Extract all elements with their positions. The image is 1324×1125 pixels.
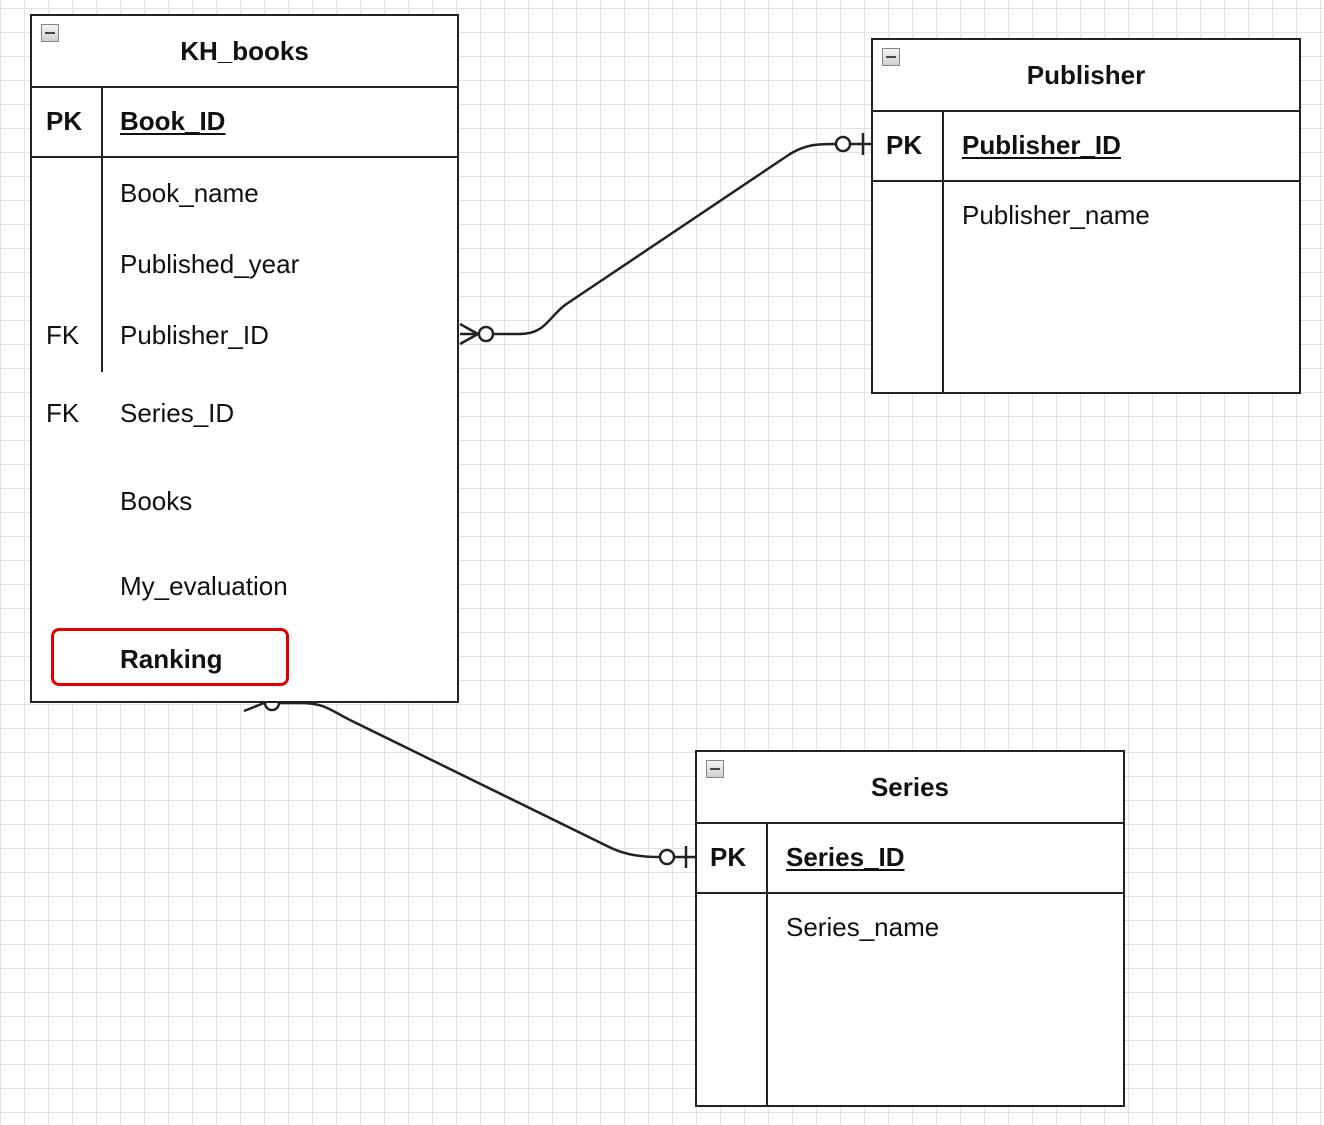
- field-publisher-name[interactable]: Publisher_name: [962, 200, 1150, 230]
- relationship-books-series[interactable]: [243, 693, 695, 868]
- field-book-name[interactable]: Book_name: [120, 178, 259, 208]
- pk-field[interactable]: Book_ID: [120, 106, 226, 136]
- pk-label: PK: [710, 842, 747, 872]
- entity-title: Series: [697, 752, 1123, 824]
- field-series-name[interactable]: Series_name: [786, 912, 940, 942]
- key-column-divider: [942, 110, 944, 392]
- primary-key-row[interactable]: PK Publisher_ID: [873, 110, 1299, 182]
- fk-label: FK: [46, 398, 80, 428]
- primary-key-row[interactable]: PK Book_ID: [32, 86, 457, 158]
- entity-title: Publisher: [873, 40, 1299, 112]
- field-my-evaluation[interactable]: My_evaluation: [120, 571, 288, 601]
- collapse-icon[interactable]: [706, 760, 724, 778]
- pk-field[interactable]: Series_ID: [786, 842, 905, 872]
- pk-label: PK: [46, 106, 83, 136]
- collapse-icon[interactable]: [41, 24, 59, 42]
- key-column-divider: [766, 822, 768, 1105]
- fk-label: FK: [46, 320, 80, 350]
- field-books[interactable]: Books: [120, 486, 193, 516]
- primary-key-row[interactable]: PK Series_ID: [697, 822, 1123, 894]
- ranking-highlight-box: [51, 628, 289, 686]
- field-published-year[interactable]: Published_year: [120, 249, 300, 279]
- field-series-id[interactable]: Series_ID: [120, 398, 235, 428]
- collapse-icon[interactable]: [882, 48, 900, 66]
- field-ranking[interactable]: Ranking: [120, 644, 223, 674]
- entity-series[interactable]: Series PK Series_ID Series_name: [695, 750, 1125, 1107]
- entity-publisher[interactable]: Publisher PK Publisher_ID Publisher_name: [871, 38, 1301, 394]
- key-column-divider: [101, 86, 103, 156]
- pk-label: PK: [886, 130, 923, 160]
- field-publisher-id[interactable]: Publisher_ID: [120, 320, 269, 350]
- entity-kh-books[interactable]: KH_books PK Book_ID Book_name Published_…: [30, 14, 459, 703]
- pk-field[interactable]: Publisher_ID: [962, 130, 1121, 160]
- entity-title: KH_books: [32, 16, 457, 88]
- relationship-books-publisher[interactable]: [459, 133, 872, 346]
- key-column-divider: [101, 158, 103, 372]
